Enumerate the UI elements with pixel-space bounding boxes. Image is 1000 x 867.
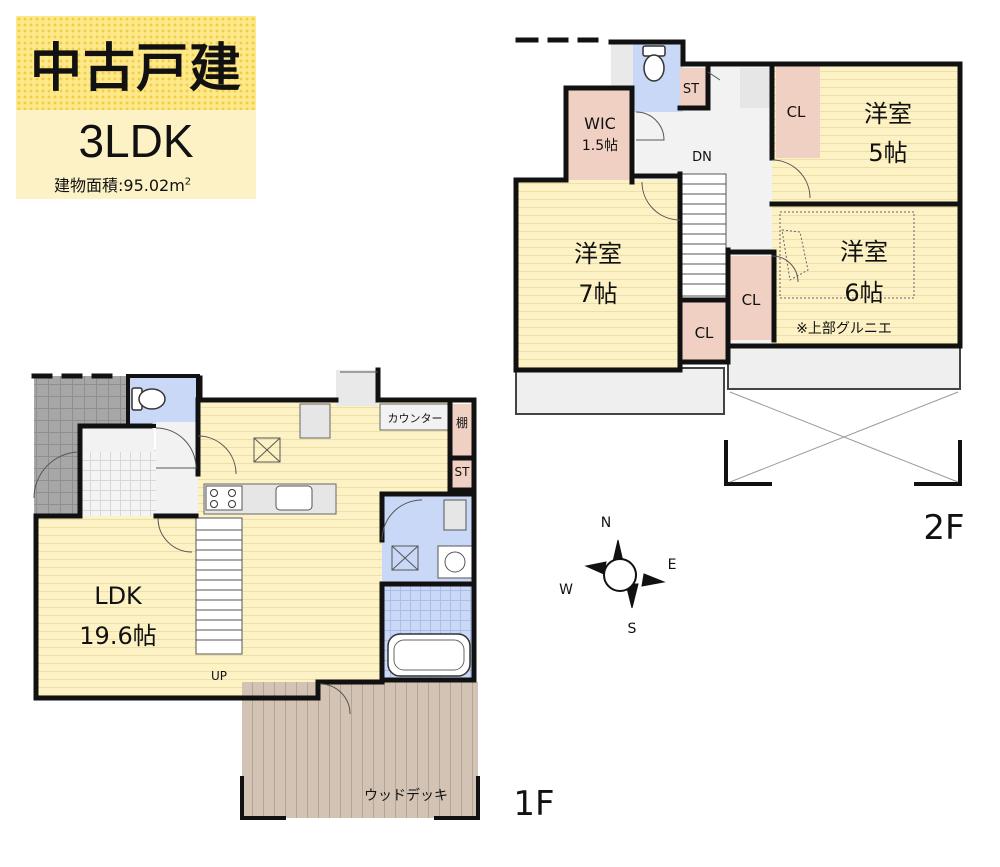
layout-type: 3LDK [78, 115, 194, 167]
shoe-storage [80, 426, 154, 452]
walls-1f [31, 367, 477, 701]
ldk-label: LDK [94, 582, 143, 610]
building-area-text: 建物面積:95.02m [54, 176, 185, 195]
room-6jo [772, 204, 960, 344]
room-7jo [516, 180, 680, 370]
closet-7jo-label: CL [695, 324, 714, 342]
dn-label: DN [692, 150, 712, 165]
room-6jo-size: 6帖 [844, 279, 883, 307]
doors-2f [635, 71, 811, 283]
back-door [336, 370, 378, 406]
st-2f-label: ST [683, 82, 699, 97]
grenier-ladder [781, 229, 809, 281]
info-panel: 中古戸建 3LDK 建物面積:95.02m2 [16, 16, 256, 199]
compass-circle [603, 558, 637, 592]
counter-label: カウンター [388, 412, 443, 425]
area-unit-superscript: 2 [184, 176, 192, 188]
compass-n: N [601, 515, 611, 531]
counter-1f [379, 403, 451, 431]
up-label: UP [211, 669, 227, 683]
ldk-size-label: 19.6帖 [79, 622, 156, 650]
room-7jo-name: 洋室 [574, 240, 622, 268]
floor-2f-label: 2F [923, 508, 964, 548]
shelf-label: 棚 [456, 415, 468, 430]
genkan [80, 450, 156, 516]
wic-size-label: 1.5帖 [582, 138, 618, 154]
building-area: 建物面積:95.02m2 [54, 172, 191, 196]
compass-rose [584, 539, 666, 609]
washing-machine [437, 545, 473, 579]
compass-w: W [559, 582, 573, 598]
stove [205, 485, 243, 511]
storage-2f [680, 68, 708, 110]
closet-7jo [682, 302, 728, 362]
compass-e: E [668, 557, 677, 573]
toilet-2f-fixture [642, 45, 666, 82]
shelf-1f [450, 404, 474, 458]
wic-room [568, 88, 634, 182]
st-1f-label: ST [455, 465, 471, 479]
property-type-title: 中古戸建 [16, 16, 256, 110]
hall-1f [156, 422, 198, 518]
void-2f [724, 440, 962, 486]
ceiling-marker-1f [253, 437, 419, 571]
balcony-2f-left [515, 367, 725, 415]
wash-basin [443, 499, 467, 531]
balcony-2f-right [727, 344, 961, 390]
storage-1f [450, 458, 474, 490]
wood-deck [242, 682, 478, 818]
room-6jo-name: 洋室 [840, 238, 888, 266]
grenier-note: ※上部グルニエ [796, 321, 892, 337]
toilet-1f-fixture [131, 387, 166, 411]
spec-box: 3LDK 建物面積:95.02m2 [16, 110, 256, 199]
entrance-porch-top [78, 376, 128, 426]
stairs-2f [681, 173, 727, 297]
floor-2f [513, 37, 963, 486]
deck-label: ウッドデッキ [364, 787, 448, 804]
walls-2f [513, 37, 963, 373]
floor-1f-label: 1F [513, 784, 554, 824]
wic-label: WIC [584, 114, 616, 133]
fridge [299, 403, 331, 439]
bathtub [387, 633, 471, 677]
room-5jo-size: 5帖 [868, 139, 907, 167]
wood-deck-edges [240, 776, 480, 820]
closet-6jo-label: CL [742, 291, 761, 309]
void-2f-cross [729, 391, 959, 483]
compass-s: S [628, 621, 637, 637]
closet-5jo [776, 64, 820, 158]
entrance-porch [34, 376, 78, 516]
room-7jo-size: 7帖 [578, 280, 617, 308]
room-5jo-name: 洋室 [864, 100, 912, 128]
floor-1f [31, 367, 480, 820]
wash-counter-2f [740, 68, 770, 108]
grenier-outline [779, 211, 915, 299]
closet-5jo-label: CL [787, 103, 806, 121]
doors-1f [33, 371, 423, 715]
kitchen-sink [275, 485, 313, 511]
stairs-1f [195, 517, 243, 655]
closet-6jo [728, 256, 774, 340]
